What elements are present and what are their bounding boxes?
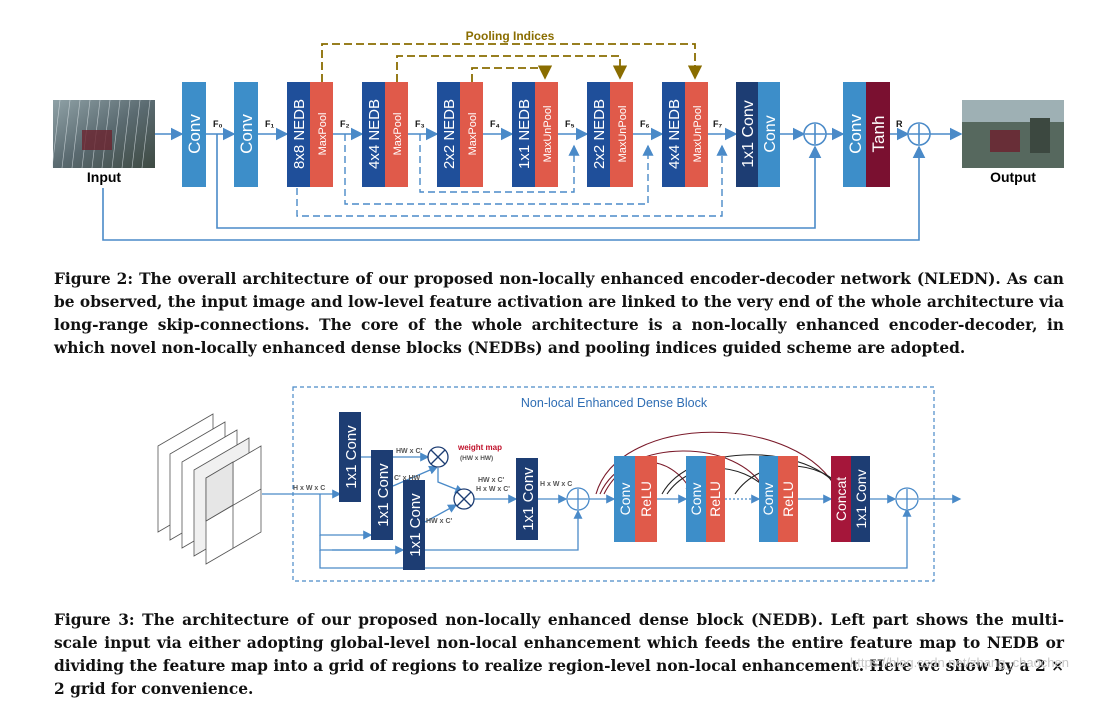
svg-text:MaxPool: MaxPool bbox=[467, 113, 479, 156]
svg-text:1x1 Conv: 1x1 Conv bbox=[343, 425, 360, 489]
nedb-block-5: 2x2 NEDB MaxUnPool bbox=[587, 82, 633, 187]
svg-text:1x1 Conv: 1x1 Conv bbox=[853, 469, 869, 528]
svg-text:1x1 Conv: 1x1 Conv bbox=[520, 467, 537, 531]
conv1x1-phi: 1x1 Conv bbox=[371, 450, 393, 540]
svg-text:MaxPool: MaxPool bbox=[392, 113, 404, 156]
nedb-block-2: 4x4 NEDB MaxPool bbox=[362, 82, 408, 187]
nedb-block-1: 8x8 NEDB MaxPool bbox=[287, 82, 333, 187]
svg-text:ReLU: ReLU bbox=[707, 481, 723, 517]
f-label: F₁ bbox=[265, 119, 274, 129]
figure2-caption: Figure 2: The overall architecture of ou… bbox=[54, 270, 1064, 357]
f-labels: F₀ F₁ F₂ F₃ F₄ F₅ F₆ F₇ R bbox=[213, 119, 903, 129]
svg-text:MaxPool: MaxPool bbox=[317, 113, 329, 156]
svg-text:Conv: Conv bbox=[617, 483, 633, 516]
nedb-block-6: 4x4 NEDB MaxUnPool bbox=[662, 82, 708, 187]
svg-text:1x1 Conv: 1x1 Conv bbox=[407, 493, 424, 557]
svg-text:HW x C': HW x C' bbox=[478, 477, 505, 484]
weight-map-dim: (HW x HW) bbox=[460, 455, 493, 462]
svg-text:C' x HW: C' x HW bbox=[394, 475, 421, 482]
svg-text:Conv: Conv bbox=[846, 114, 865, 154]
conv1x1-w: 1x1 Conv bbox=[516, 458, 538, 540]
add-node-2 bbox=[907, 122, 931, 146]
f-label: F₆ bbox=[640, 119, 650, 129]
svg-text:H x W x C: H x W x C bbox=[540, 481, 572, 488]
multiply-node-1 bbox=[427, 446, 449, 468]
conv-tanh-block: Conv Tanh bbox=[843, 82, 890, 187]
pooling-indices-label: Pooling Indices bbox=[466, 29, 555, 43]
figure2-diagram: Input Output Pooling Indic bbox=[51, 29, 1064, 241]
svg-text:MaxUnPool: MaxUnPool bbox=[692, 106, 704, 163]
svg-text:1x1 NEDB: 1x1 NEDB bbox=[516, 99, 533, 169]
svg-text:HW x C': HW x C' bbox=[396, 448, 423, 455]
input-image bbox=[51, 99, 155, 169]
add-node-residual bbox=[566, 487, 590, 511]
output-label: Output bbox=[990, 169, 1036, 185]
main-flow bbox=[102, 127, 963, 241]
multiscale-feature-maps bbox=[157, 413, 262, 565]
svg-text:2x2 NEDB: 2x2 NEDB bbox=[591, 99, 608, 169]
f-label: F₀ bbox=[213, 119, 223, 129]
svg-text:MaxUnPool: MaxUnPool bbox=[542, 106, 554, 163]
concat-conv-block: Concat 1x1 Conv bbox=[831, 456, 870, 542]
nedb-block-title: Non-local Enhanced Dense Block bbox=[521, 396, 708, 410]
svg-text:Tanh: Tanh bbox=[869, 116, 888, 153]
f-label: F₃ bbox=[415, 119, 425, 129]
conv-block-1: Conv bbox=[182, 82, 206, 187]
watermark: https://blog.csdn.net/zhang_chaochen bbox=[850, 655, 1069, 670]
f-label: F₇ bbox=[713, 119, 722, 129]
multiply-node-2 bbox=[453, 488, 475, 510]
svg-text:Concat: Concat bbox=[833, 477, 849, 521]
pooling-indices-lines bbox=[321, 43, 703, 82]
svg-text:Conv: Conv bbox=[688, 483, 704, 516]
nedb-block-frame bbox=[292, 386, 935, 582]
svg-text:4x4 NEDB: 4x4 NEDB bbox=[666, 99, 683, 169]
conv-relu-block-2: Conv ReLU bbox=[686, 456, 725, 542]
svg-text:Conv: Conv bbox=[762, 115, 779, 152]
weight-map-label: weight map bbox=[457, 443, 502, 452]
add-node-output bbox=[895, 487, 919, 511]
svg-text:4x4 NEDB: 4x4 NEDB bbox=[366, 99, 383, 169]
r-label: R bbox=[896, 119, 903, 129]
svg-text:Conv: Conv bbox=[185, 114, 204, 154]
figure3-diagram: Non-local Enhanced Dense Block 1x1 Conv bbox=[157, 386, 962, 582]
f-label: F₅ bbox=[565, 119, 575, 129]
add-node-1 bbox=[803, 122, 827, 146]
svg-text:H x W x C': H x W x C' bbox=[476, 486, 510, 493]
output-image bbox=[962, 100, 1064, 168]
svg-text:Conv: Conv bbox=[760, 483, 776, 516]
nedb-block-3: 2x2 NEDB MaxPool bbox=[437, 82, 483, 187]
svg-text:8x8 NEDB: 8x8 NEDB bbox=[291, 99, 308, 169]
conv-relu-block-3: Conv ReLU bbox=[759, 456, 798, 542]
f-label: F₄ bbox=[490, 119, 500, 129]
f-label: F₂ bbox=[340, 119, 350, 129]
svg-text:ReLU: ReLU bbox=[638, 481, 654, 517]
conv-relu-block-1: Conv ReLU bbox=[614, 456, 657, 542]
conv1x1-block: 1x1 Conv Conv bbox=[736, 82, 780, 187]
svg-text:2x2 NEDB: 2x2 NEDB bbox=[441, 99, 458, 169]
conv1x1-theta: 1x1 Conv bbox=[339, 412, 361, 502]
svg-text:1x1 Conv: 1x1 Conv bbox=[740, 100, 757, 168]
dense-skips bbox=[296, 134, 728, 217]
input-label: Input bbox=[87, 169, 122, 185]
dimension-labels: H x W x C HW x C' C' x HW HW x C' H x W … bbox=[293, 448, 572, 525]
svg-text:Conv: Conv bbox=[237, 114, 256, 154]
svg-text:ReLU: ReLU bbox=[780, 481, 796, 517]
svg-text:MaxUnPool: MaxUnPool bbox=[617, 106, 629, 163]
nedb-block-4: 1x1 NEDB MaxUnPool bbox=[512, 82, 558, 187]
svg-text:HW x C': HW x C' bbox=[426, 518, 453, 525]
svg-text:1x1 Conv: 1x1 Conv bbox=[375, 463, 392, 527]
conv-block-2: Conv bbox=[234, 82, 258, 187]
conv1x1-g: 1x1 Conv bbox=[403, 480, 425, 570]
svg-text:H x W x C: H x W x C bbox=[293, 485, 325, 492]
